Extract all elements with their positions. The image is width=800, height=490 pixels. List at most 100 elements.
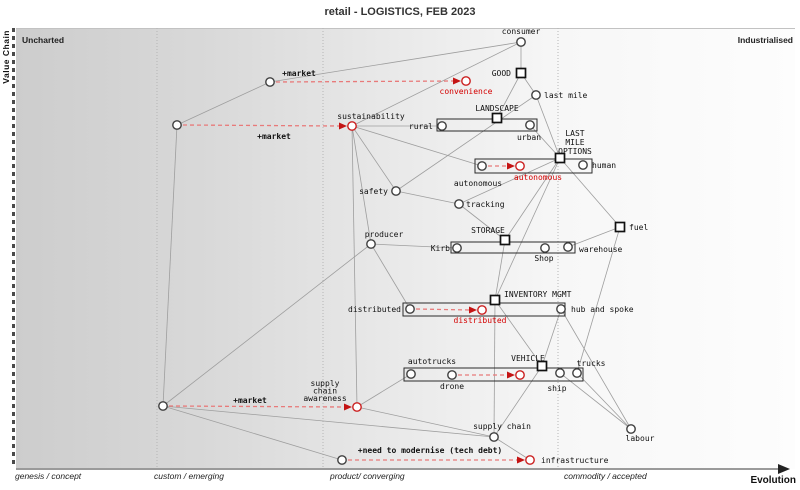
edge-tracking-storage [458, 203, 506, 241]
evolve-arrowhead-convenience [453, 77, 461, 85]
storage-node[interactable] [499, 234, 511, 246]
distrib_c-node[interactable] [405, 304, 415, 314]
edge-lmo-fuel [559, 157, 621, 228]
fuel-node[interactable] [614, 221, 626, 233]
edge-hub-labour [560, 308, 632, 430]
ship_c-node[interactable] [555, 368, 565, 378]
lmo_left-label: autonomous [454, 179, 502, 188]
edge-storage-inventory [494, 239, 506, 301]
note-market-mid: +market [257, 132, 291, 141]
edge-lmo-storage [504, 157, 561, 241]
sust_orig-node[interactable] [172, 120, 182, 130]
auto_ev-node[interactable] [515, 161, 525, 171]
distrib_ev-node[interactable] [477, 305, 487, 315]
pipeline-last-mile-options-box[interactable] [474, 158, 593, 174]
edge-vehicle-supplychain [493, 365, 543, 438]
fuel-label: fuel [629, 223, 648, 232]
good-node[interactable] [515, 67, 527, 79]
map-title: retail - LOGISTICS, FEB 2023 [324, 6, 476, 18]
urban_c-label: urban [517, 133, 541, 142]
pipeline-storage-box[interactable] [450, 241, 576, 254]
vehicle_ev-node[interactable] [515, 370, 525, 380]
vehicle-label: VEHICLE [511, 354, 545, 363]
trucks_c-node[interactable] [572, 368, 582, 378]
labour-node[interactable] [626, 424, 636, 434]
stage-label-product: product/ converging [330, 471, 405, 481]
lmo-node[interactable] [554, 152, 566, 164]
industrialised-label: Industrialised [737, 35, 793, 45]
vehicle-node[interactable] [536, 360, 548, 372]
supplychain-node[interactable] [489, 432, 499, 442]
sust_ev-node[interactable] [347, 121, 357, 131]
edge-sust_ev-lmo_left [351, 125, 483, 167]
evolve-arrowhead-auto_ev [507, 162, 515, 170]
sca_ev-node[interactable] [352, 402, 362, 412]
landscape-label: LANDSCAPE [475, 104, 519, 113]
convenience-label: convenience [440, 87, 493, 96]
autotrucks_c-node[interactable] [406, 369, 416, 379]
lastmile-node[interactable] [531, 90, 541, 100]
evolve-arrow-sca_ev [168, 405, 346, 408]
infra_ev-node[interactable] [525, 455, 535, 465]
safety-label: safety [359, 187, 388, 196]
human-label: human [592, 161, 616, 170]
map-background [16, 28, 795, 469]
lmo_left-node[interactable] [477, 161, 487, 171]
evolve-arrowhead-sca_ev [344, 403, 352, 411]
distrib_c-label: distributed [348, 305, 401, 314]
sca_orig-node[interactable] [158, 401, 168, 411]
edge-sust_ev-safety [351, 125, 397, 192]
edge-good-landscape [496, 72, 522, 119]
edge-consumer-sust_ev [351, 41, 522, 127]
kirb-node[interactable] [452, 243, 462, 253]
evolve-arrow-distrib_ev [415, 308, 471, 311]
landscape-node[interactable] [491, 112, 503, 124]
convenience-node[interactable] [461, 76, 471, 86]
hub-node[interactable] [556, 304, 566, 314]
evolution-axis-label: Evolution [750, 475, 796, 486]
infra_ev-label: infrastructure [541, 456, 609, 465]
drone_c-label: drone [440, 382, 464, 391]
drone_c-node[interactable] [447, 370, 457, 380]
edge-lastmile-lmo [535, 94, 561, 159]
edge-tracking-lmo [458, 157, 561, 205]
warehouse-label: warehouse [579, 245, 623, 254]
edge-inventory-vehicle [494, 299, 543, 367]
evolution-axis-arrow-icon [778, 464, 790, 474]
note-modernise: +need to modernise (tech debt) [358, 445, 503, 455]
lastmile-label: last mile [544, 91, 588, 100]
edge-supplychain-infra_ev [493, 436, 531, 461]
conv_orig-node[interactable] [265, 77, 275, 87]
producer-node[interactable] [366, 239, 376, 249]
inventory-label: INVENTORY MGMT [504, 290, 572, 299]
shop-node[interactable] [540, 243, 550, 253]
edge-hub-vehicle [541, 308, 562, 367]
consumer-node[interactable] [516, 37, 526, 47]
urban_c-node[interactable] [525, 120, 535, 130]
edge-sca_orig-infra_orig [162, 405, 343, 461]
edge-sca_orig-supplychain [162, 405, 495, 438]
edge-fuel-warehouse [567, 226, 621, 248]
tracking-label: tracking [466, 200, 505, 209]
rural_c-node[interactable] [437, 121, 447, 131]
evolve-arrow-convenience [275, 80, 455, 83]
safety-node[interactable] [391, 186, 401, 196]
kirb-label: Kirb [431, 244, 450, 253]
storage-label: STORAGE [471, 226, 505, 235]
pipeline-landscape-box[interactable] [436, 118, 538, 132]
evolve-arrowhead-sust_ev [339, 122, 347, 130]
evolve-arrow-sust_ev [182, 124, 341, 127]
edge-trucks_c-labour [576, 372, 632, 430]
pipeline-vehicle-box[interactable] [403, 367, 584, 382]
infra_orig-node[interactable] [337, 455, 347, 465]
inventory-node[interactable] [489, 294, 501, 306]
sust_ev-label: sustainability [337, 112, 405, 121]
edge-sust_orig-sca_orig [162, 124, 178, 407]
tracking-node[interactable] [454, 199, 464, 209]
warehouse-node[interactable] [563, 242, 573, 252]
human-node[interactable] [578, 160, 588, 170]
edge-ship_c-labour [559, 372, 632, 430]
edge-lmo-inventory [494, 157, 561, 301]
